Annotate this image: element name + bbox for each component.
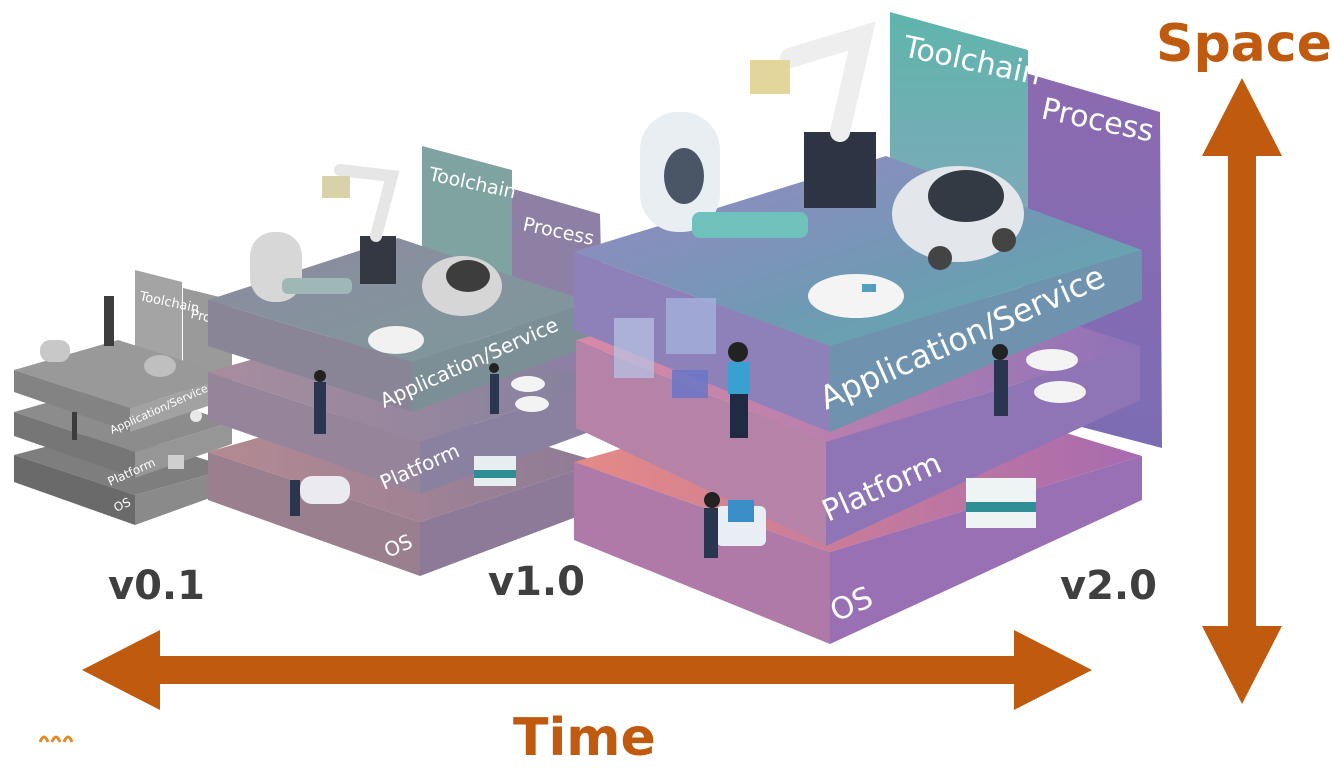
version-label-v0-1: v0.1 bbox=[108, 563, 205, 609]
gamepad-icon bbox=[808, 274, 904, 318]
version-label-v2-0: v2.0 bbox=[1060, 563, 1157, 609]
time-axis-label: Time bbox=[513, 708, 656, 768]
person-icon bbox=[314, 370, 326, 434]
gamepad-icon bbox=[368, 326, 424, 354]
disc-icon bbox=[190, 410, 202, 422]
person-icon bbox=[72, 412, 77, 440]
server-icon bbox=[168, 455, 184, 469]
car-icon bbox=[144, 355, 176, 377]
server-icon bbox=[474, 456, 516, 486]
version-label-v1-0: v1.0 bbox=[488, 559, 585, 605]
time-axis-arrow bbox=[82, 630, 1092, 710]
hologram-panel-icon bbox=[614, 298, 716, 398]
space-axis-arrow bbox=[1202, 78, 1282, 704]
stack-v0-1: Process Toolchain OS Platform Applicatio… bbox=[14, 270, 241, 525]
space-axis-label: Space bbox=[1156, 14, 1332, 74]
robot-arm-icon bbox=[104, 296, 114, 346]
person-icon bbox=[704, 492, 766, 558]
car-icon bbox=[422, 256, 502, 316]
car-icon bbox=[892, 166, 1024, 270]
os-label-v0-1: OS bbox=[112, 495, 133, 515]
stack-v2-0: Process Toolchain OS Platform Applicatio… bbox=[574, 12, 1162, 644]
disc-icon bbox=[511, 376, 549, 412]
logo-mark-icon bbox=[38, 735, 74, 743]
mri-scanner-icon bbox=[40, 340, 70, 362]
mri-scanner-icon bbox=[640, 112, 808, 238]
mri-scanner-icon bbox=[250, 232, 352, 302]
person-icon bbox=[489, 363, 499, 414]
server-icon bbox=[966, 478, 1036, 528]
stack-v1-0: Process Toolchain OS Platform Applicatio… bbox=[208, 146, 605, 576]
person-icon bbox=[290, 476, 350, 516]
robot-arm-icon bbox=[750, 21, 876, 208]
disc-icon bbox=[1026, 349, 1086, 403]
person-icon bbox=[728, 342, 750, 438]
robot-arm-icon bbox=[322, 164, 400, 284]
person-icon bbox=[992, 344, 1008, 416]
